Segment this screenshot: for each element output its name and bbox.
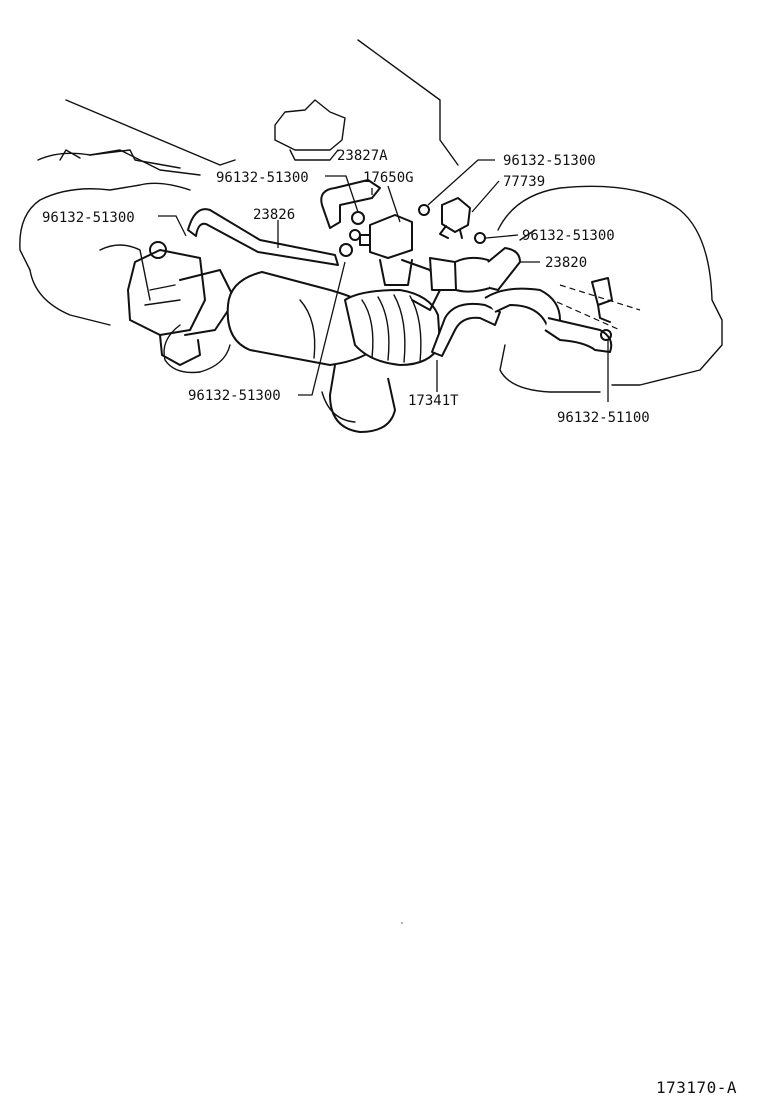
diagram-code: 173170-A bbox=[656, 1078, 738, 1097]
speck bbox=[401, 922, 403, 924]
throttle-body bbox=[127, 241, 236, 366]
hose-23820-shape bbox=[429, 247, 521, 293]
label-hose-23827a: 23827A bbox=[337, 148, 388, 164]
right-sensor bbox=[591, 277, 613, 341]
label-clip-left: 96132-51300 bbox=[42, 210, 135, 226]
intake-duct bbox=[226, 271, 441, 433]
leader-lines bbox=[158, 159, 609, 402]
label-hose-17650g: 17650G bbox=[363, 170, 414, 186]
right-housing-outline bbox=[497, 185, 723, 393]
valve-77739 bbox=[418, 197, 486, 244]
label-hose-23826: 23826 bbox=[253, 207, 295, 223]
hose-17341t-shape bbox=[431, 287, 613, 357]
part-labels: 96132-51300 96132-51300 23827A 17650G 23… bbox=[42, 148, 650, 426]
label-hose-17341t: 17341T bbox=[408, 393, 459, 409]
label-hose-23820: 23820 bbox=[545, 255, 587, 271]
label-clip-right: 96132-51300 bbox=[522, 228, 615, 244]
label-valve-77739: 77739 bbox=[503, 174, 545, 190]
label-clip-top-center: 96132-51300 bbox=[216, 170, 309, 186]
hose-23826-shape bbox=[187, 208, 339, 266]
engine-block-outline bbox=[19, 99, 236, 374]
label-clip-bottom-center: 96132-51300 bbox=[188, 388, 281, 404]
cylinder-head-outline bbox=[274, 39, 459, 166]
label-clip-far-right: 96132-51100 bbox=[557, 410, 650, 426]
hose-23827a-shape bbox=[320, 179, 381, 229]
label-clip-top-right: 96132-51300 bbox=[503, 153, 596, 169]
